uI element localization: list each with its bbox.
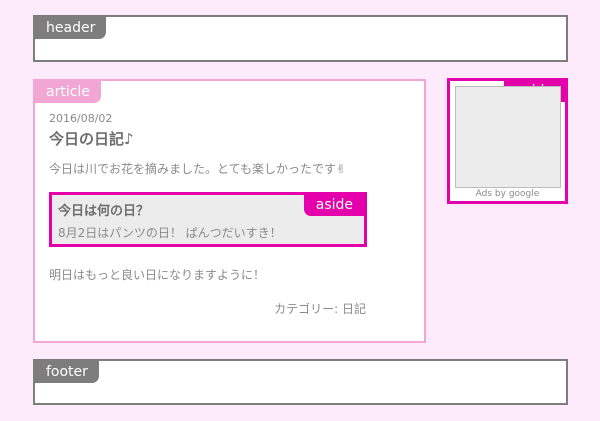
article-date: 2016/08/02: [49, 112, 113, 125]
inner-aside-text: 8月2日はパンツの日！ ぱんつだいすき！: [58, 226, 282, 240]
article-paragraph: 明日はもっと良い日になりますように！: [49, 268, 266, 282]
article-tag: article: [35, 81, 101, 103]
footer-box: footer: [33, 359, 568, 405]
ad-placeholder[interactable]: [455, 86, 561, 188]
footer-tag: footer: [35, 361, 99, 383]
sidebar-aside-box: aside Ads by google: [447, 78, 568, 204]
article-category: カテゴリー: 日記: [274, 302, 366, 316]
header-box: header: [33, 15, 568, 62]
article-box: article 2016/08/02 今日の日記♪ 今日は川でお花を摘みました。…: [33, 79, 426, 343]
header-tag: header: [35, 17, 107, 39]
inner-aside-title: 今日は何の日？: [58, 204, 150, 219]
inner-aside-box: aside 今日は何の日？ 8月2日はパンツの日！ ぱんつだいすき！: [49, 192, 367, 247]
inner-aside-tag: aside: [303, 194, 365, 216]
article-paragraph: 今日は川でお花を摘みました。とても楽しかったです✌: [49, 162, 347, 176]
article-title: 今日の日記♪: [49, 130, 134, 148]
ad-caption: Ads by google: [475, 189, 540, 199]
